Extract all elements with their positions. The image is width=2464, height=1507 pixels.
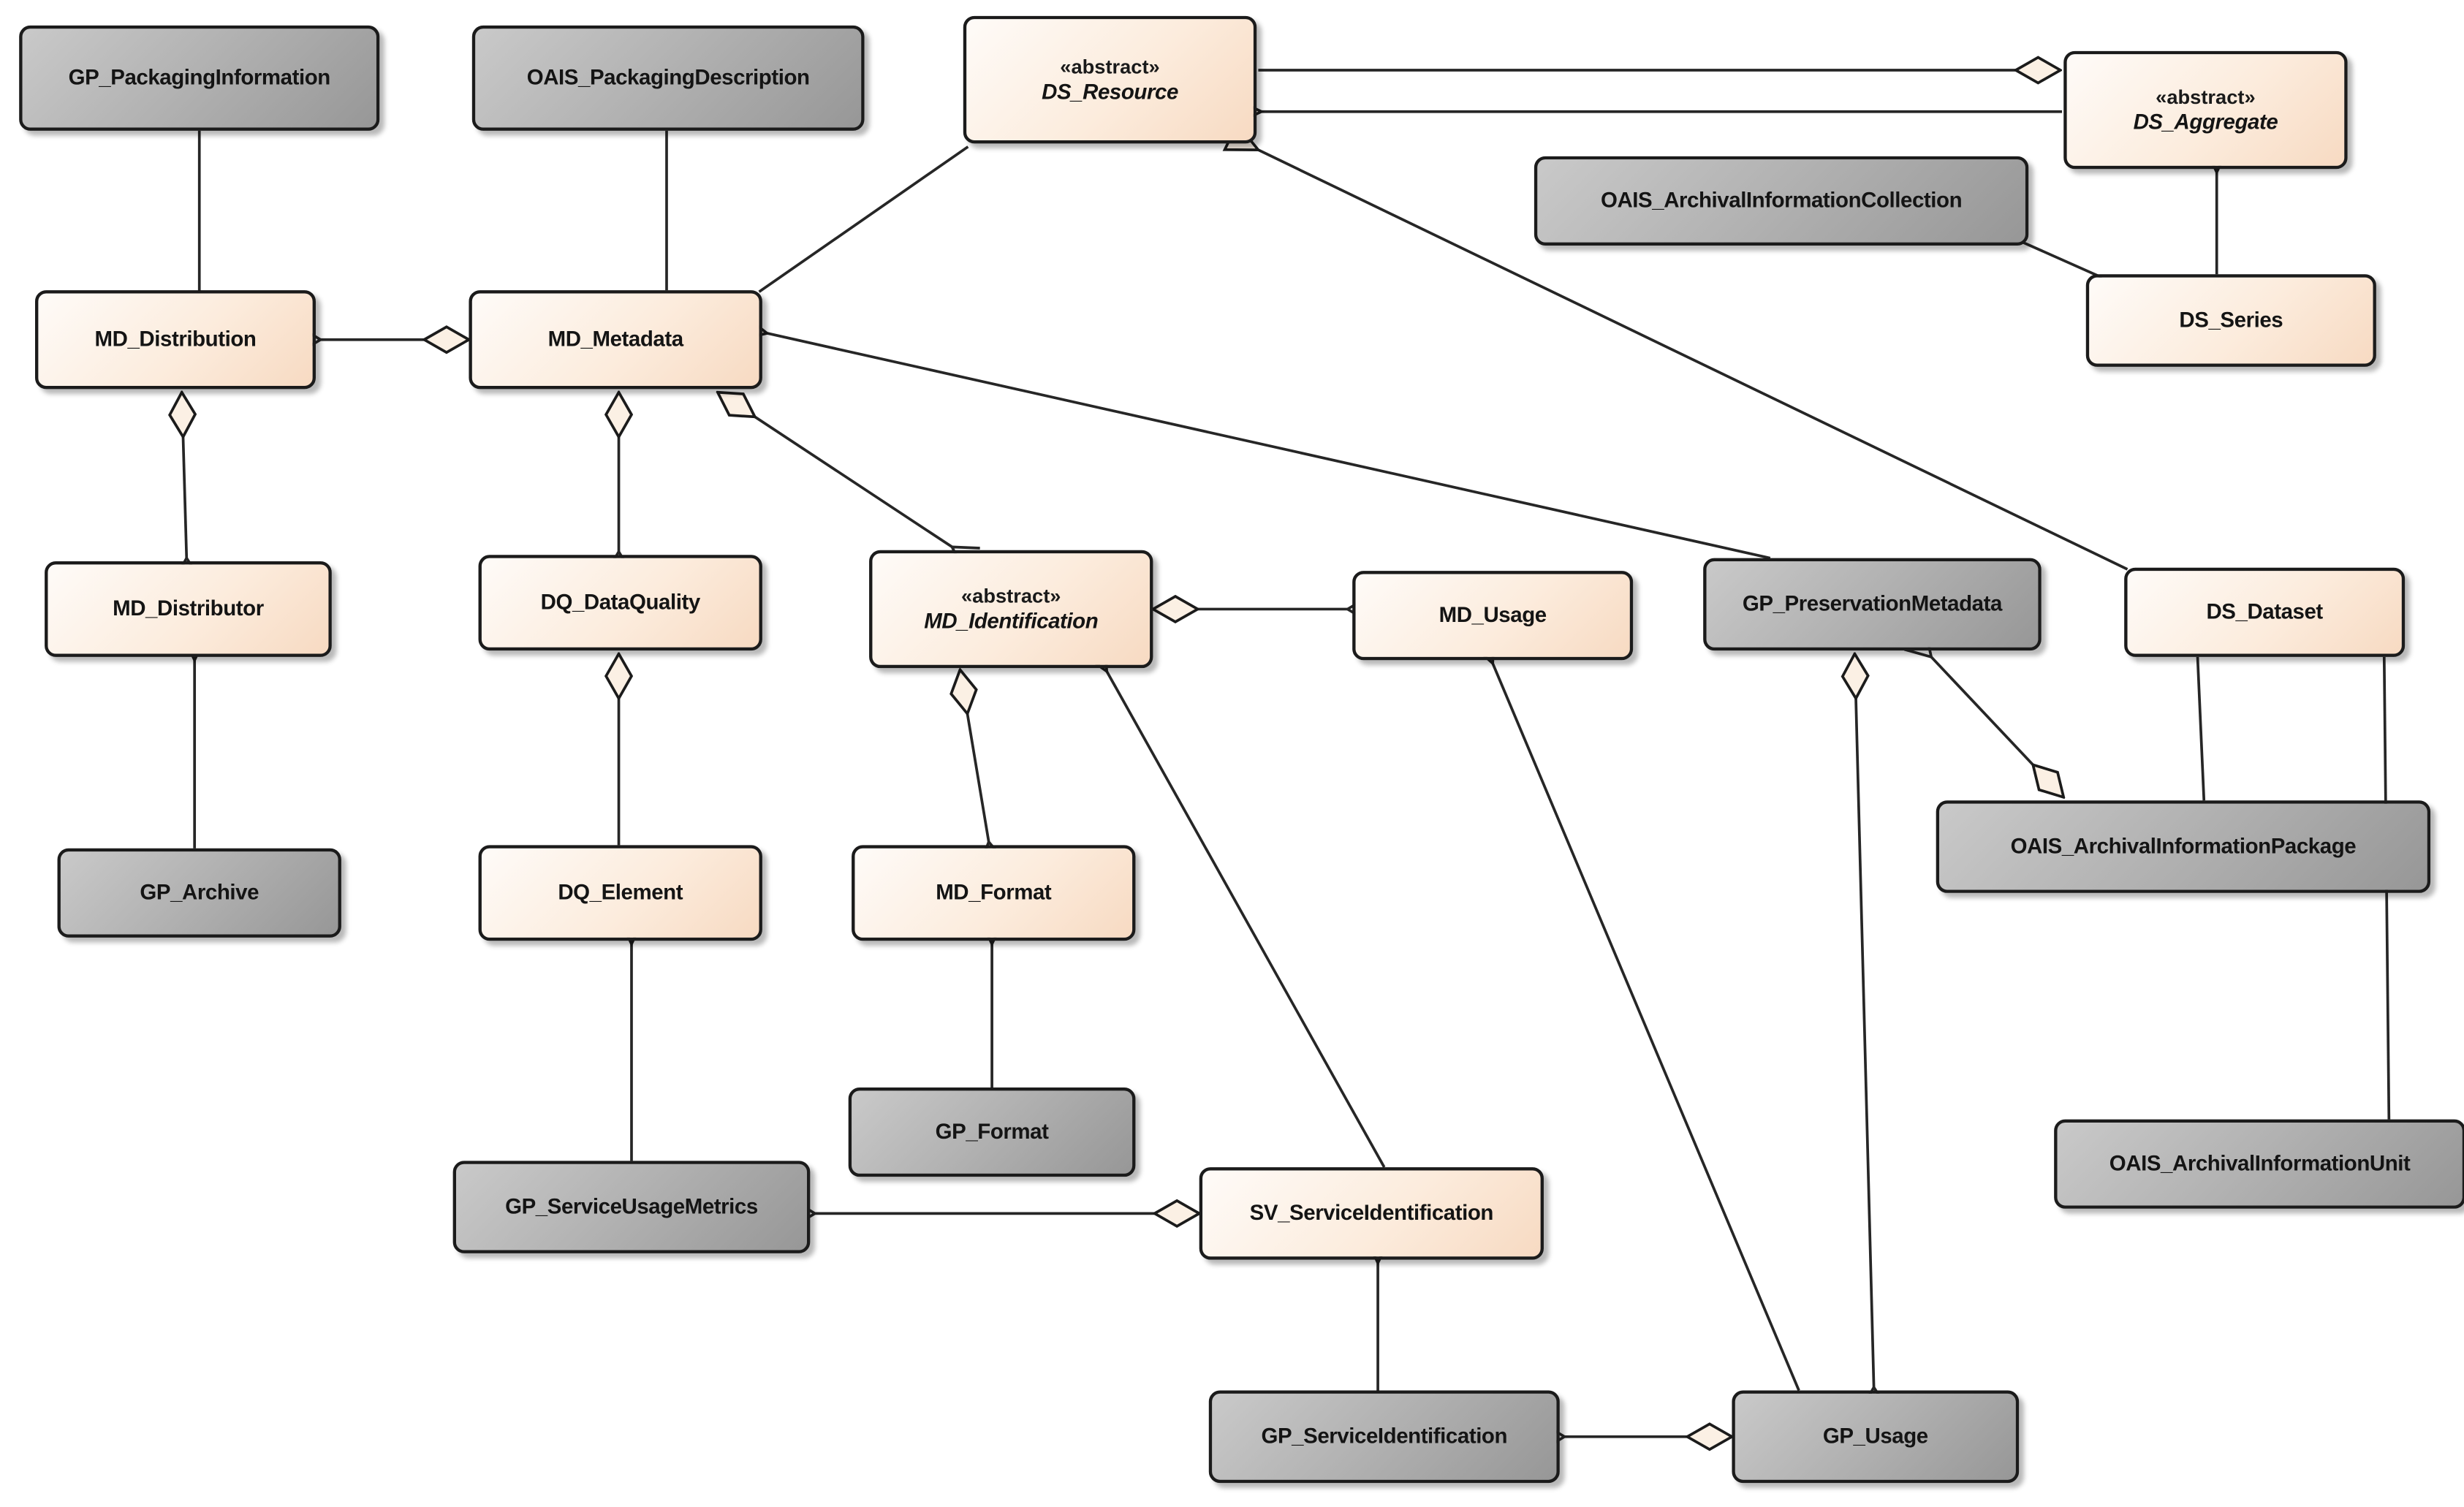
class-name-label: GP_Format [935,1120,1049,1144]
class-md-distribution[interactable]: MD_Distribution [34,290,316,390]
edge-gp_preservationmetadata-md_metadata [732,310,1771,560]
edge-md_identification-md_format [960,669,988,842]
class-name-label: DS_Series [2179,308,2283,333]
class-oais-archivalinformationcollection[interactable]: OAIS_ArchivalInformationCollection [1534,156,2029,246]
class-name-label: OAIS_ArchivalInformationCollection [1600,188,1963,213]
class-ds-aggregate[interactable]: «abstract»DS_Aggregate [2063,50,2348,170]
class-oais-archivalinformationunit[interactable]: OAIS_ArchivalInformationUnit [2054,1119,2464,1209]
class-name-label: MD_Distribution [94,327,257,352]
edge-gp_preservationmetadata-gp_usage [1854,654,1873,1388]
class-gp-usage[interactable]: GP_Usage [1732,1390,2020,1484]
class-dq-element[interactable]: DQ_Element [478,845,762,941]
class-gp-serviceidentification[interactable]: GP_ServiceIdentification [1208,1390,1560,1484]
class-oais-packagingdescription[interactable]: OAIS_PackagingDescription [471,25,865,131]
class-name-label: DQ_DataQuality [540,590,701,615]
class-name-label: MD_Identification [924,608,1099,633]
stereotype-label: «abstract» [1060,55,1160,78]
edge-ds_dataset-ds_resource [1222,121,2128,571]
class-name-label: DS_Resource [1042,79,1178,104]
class-name-label: OAIS_ArchivalInformationUnit [2109,1151,2411,1176]
class-name-label: MD_Usage [1438,603,1547,627]
class-ds-series[interactable]: DS_Series [2085,274,2376,367]
edge-oais_archivalinformationcollection-ds_series [2015,238,2103,279]
edge-sv_serviceidentification-md_identification [1077,635,1386,1168]
class-ds-dataset[interactable]: DS_Dataset [2124,567,2406,657]
class-name-label: SV_ServiceIdentification [1249,1201,1494,1226]
edge-md_metadata-ds_resource [758,145,969,293]
class-gp-packaginginformation[interactable]: GP_PackagingInformation [19,25,380,131]
class-ds-resource[interactable]: «abstract»DS_Resource [963,15,1257,144]
class-dq-dataquality[interactable]: DQ_DataQuality [478,555,762,651]
stereotype-label: «abstract» [2156,86,2256,108]
stereotype-label: «abstract» [961,585,1061,607]
class-sv-serviceidentification[interactable]: SV_ServiceIdentification [1199,1167,1544,1260]
class-gp-archive[interactable]: GP_Archive [57,848,341,938]
class-name-label: GP_PackagingInformation [68,65,331,90]
class-name-label: MD_Metadata [547,327,684,352]
class-oais-archivalinformationpackage[interactable]: OAIS_ArchivalInformationPackage [1936,800,2431,893]
class-name-label: GP_ServiceIdentification [1261,1424,1508,1449]
class-name-label: DS_Dataset [2206,599,2323,624]
class-md-usage[interactable]: MD_Usage [1352,571,1634,661]
class-name-label: OAIS_ArchivalInformationPackage [2010,834,2357,859]
edge-md_metadata-md_identification [718,392,952,547]
class-md-distributor[interactable]: MD_Distributor [45,561,332,657]
class-name-label: GP_ServiceUsageMetrics [505,1194,758,1219]
edge-ds_dataset-oais_archivalinformationpackage [2196,656,2206,801]
edge-md_distribution-md_distributor [182,392,187,558]
class-name-label: GP_Archive [140,880,259,905]
class-name-label: GP_PreservationMetadata [1742,591,2002,616]
class-md-format[interactable]: MD_Format [852,845,1136,941]
class-md-metadata[interactable]: MD_Metadata [469,290,762,390]
class-md-identification[interactable]: «abstract»MD_Identification [869,550,1153,669]
class-name-label: DS_Aggregate [2133,109,2278,134]
class-name-label: DQ_Element [558,880,683,905]
class-name-label: MD_Format [936,880,1052,905]
class-name-label: OAIS_PackagingDescription [526,65,810,90]
class-name-label: GP_Usage [1822,1424,1928,1449]
class-gp-serviceusagemetrics[interactable]: GP_ServiceUsageMetrics [452,1161,811,1253]
class-gp-format[interactable]: GP_Format [848,1087,1136,1177]
edge-gp_usage-md_usage [1465,627,1800,1392]
edge-oais_archivalinformationpackage-gp_preservationmetadata [1931,657,2063,797]
class-name-label: MD_Distributor [113,596,264,621]
class-gp-preservationmetadata[interactable]: GP_PreservationMetadata [1703,558,2042,651]
